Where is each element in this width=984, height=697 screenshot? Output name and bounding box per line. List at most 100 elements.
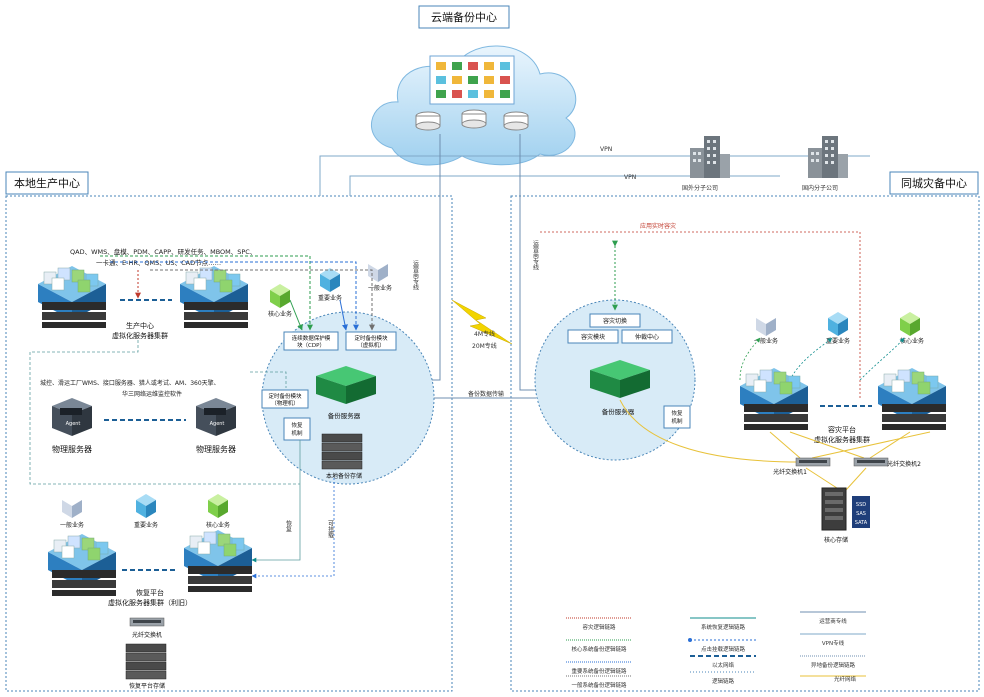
prod-cluster-label-2: 虚拟化服务器集群 [112,331,168,340]
local-recover-box: 恢复 机制 [283,417,311,441]
vpn-label-1: VPN [600,146,612,153]
app-realtime-dr-label: 应用实时容灾 [640,222,676,230]
dr-fiber-switch2-icon [853,457,889,467]
legend-general-link: 一般系统备份逻辑链路 [571,681,627,689]
local-storage-label: 本地备份存储 [326,472,362,480]
dr-important-biz-label: 重要业务 [826,337,850,345]
restore-cluster-icon-2 [183,529,253,593]
restore-cluster-icon-1 [47,533,117,597]
dr-general-biz-label: 一般业务 [754,337,778,345]
dr-carrier-label: 运营商专线 [532,239,539,270]
dr-cluster-icon-1 [739,367,809,431]
timed-vm-label-1: 定时备份模块 [354,334,388,342]
local-backup-server-label: 备份服务器 [328,411,361,420]
restore-important-biz-label: 重要业务 [134,521,158,529]
dr-recover-2: 机制 [671,417,683,425]
dr-backup-server-label: 备份服务器 [602,407,635,416]
restore-general-biz-icon [62,494,82,518]
dr-module-box: 容灾模块 [567,329,619,344]
disk-ssd-label: SSD [856,502,866,508]
cloud-app-icons [436,62,510,98]
local-title: 本地生产中心 [14,176,80,190]
dr-fiber-switch1-label: 光纤交换机1 [773,468,807,476]
restore-core-biz-icon [208,494,228,518]
cdp-label-2: 块（CDP） [297,341,325,349]
physical-apps-line2: 华三网络运维监控软件 [122,390,182,398]
local-dashed-loops: 恢复 可挂载 [29,340,335,579]
local-important-biz-icon [320,268,340,292]
legend-remote-backup: 异地备份逻辑链路 [811,661,856,669]
legend-carrier: 运营商专线 [819,617,847,625]
legend-logic: 逻辑链路 [712,677,735,685]
dr-core-biz-icon [900,312,920,336]
timed-phy-module-box: 定时备份模块 （物理机） [261,389,309,409]
agent-label-1: Agent [66,421,81,427]
restore-link-label: 恢复 [285,519,292,533]
physical-server-icon-1 [52,398,92,436]
cdp-label-1: 连续数据保护模 [292,334,331,342]
legend-dr-link: 容灾逻辑链路 [582,623,616,631]
local-core-biz-label: 核心业务 [268,310,292,318]
physical-server-icon-2 [196,398,236,436]
timed-phy-label-1: 定时备份模块 [268,392,302,400]
physical-server-label-2: 物理服务器 [196,444,236,454]
restore-core-biz-label: 核心业务 [206,521,230,529]
dr-recover-box: 恢复 机制 [663,405,691,429]
wan-lightning: 4M专线 20M专线 [451,299,513,350]
prod-cluster-icon-2 [179,265,249,329]
local-recover-1: 恢复 [291,421,303,429]
legend-ethernet: 以太网络 [712,661,735,669]
dr-cluster-icon-2 [877,367,947,431]
cloud-title: 云端备份中心 [431,10,497,24]
local-logic-links [100,255,375,331]
restore-storage-label: 恢复平台存储 [129,682,165,690]
prod-cluster-label-1: 生产中心 [126,321,154,330]
dr-biz-links [739,337,905,381]
dr-important-biz-icon [828,312,848,336]
dr-zone-border [510,195,980,692]
restore-storage-icon [125,643,167,680]
arbiter-box: 仲裁中心 [621,329,673,344]
restore-cluster-label-1: 恢复平台 [136,588,164,597]
cdp-module-box: 连续数据保护模 块（CDP） [283,331,339,351]
dr-title: 同城灾备中心 [901,176,967,190]
dr-recover-1: 恢复 [671,409,683,417]
disk-sas-label: SAS [856,511,866,517]
local-apps-line1: QAD、WMS、盘模、PDM、CAPP、研发任务、MBOM、SPC、 [70,247,256,256]
dr-core-biz-label: 核心业务 [900,337,924,345]
cloud-disk-3 [503,111,529,131]
dr-fiber-switch1-icon [795,457,831,467]
cloud-disk-2 [461,109,487,129]
legend: 容灾逻辑链路 核心系统备份逻辑链路 重要系统备份逻辑链路 一般系统备份逻辑链路 … [566,611,866,689]
dr-fiber-links [619,399,931,491]
dr-title-box: 同城灾备中心 [889,171,979,195]
app-realtime-dr-link [540,231,861,398]
dr-general-biz-icon [756,312,776,336]
physical-server-label-1: 物理服务器 [52,444,92,454]
disk-stack-icon: SSD SAS SATA [852,496,870,528]
local-recover-2: 机制 [291,429,303,437]
vpn-label-2: VPN [624,174,636,181]
local-title-box: 本地生产中心 [5,171,89,195]
arbiter-label: 仲裁中心 [635,333,659,341]
dr-switch-box: 容灾切换 [589,313,641,328]
vpn-links: VPN VPN 国外分子公司 国内分子公司 [319,136,870,196]
dr-switch-label: 容灾切换 [603,317,627,325]
legend-mount-link: 点击挂载逻辑链路 [701,645,746,653]
restore-fiber-switch-label: 光纤交换机 [132,631,162,639]
restore-general-biz-label: 一般业务 [60,521,84,529]
restore-fiber-switch-icon [129,617,165,627]
cloud-title-box: 云端备份中心 [418,5,510,29]
disk-sata-label: SATA [855,520,868,526]
local-zone-border [5,195,453,692]
cloud-shape [370,45,577,166]
overseas-label: 国外分子公司 [682,184,718,192]
legend-core-link: 核心系统备份逻辑链路 [571,645,627,653]
physical-apps-line1: 城控、滑运工厂WMS、接口服务器、猎人或考试、AM、360天擎、 [40,379,220,387]
restore-important-biz-icon [136,494,156,518]
backup-transfer-label: 备份数据传输 [468,390,504,398]
legend-important-link: 重要系统备份逻辑链路 [571,667,627,675]
timed-vm-module-box: 定时备份模块 （虚拟机） [345,331,397,351]
cloud-disk-1 [415,111,441,131]
